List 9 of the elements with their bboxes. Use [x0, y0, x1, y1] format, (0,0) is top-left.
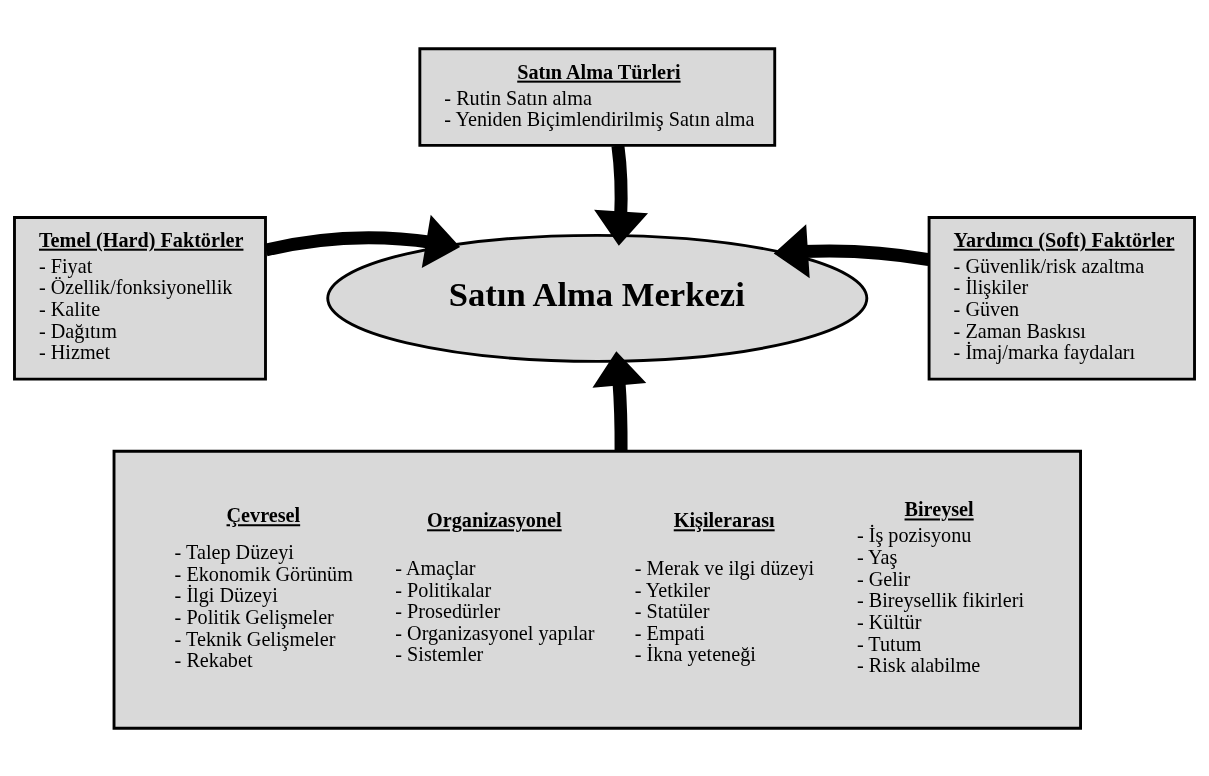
node-box: Temel (Hard) Faktörler - Fiyat - Özellik/fonksiyonellik - Kalite - Dağıtım - Hizmet	[13, 215, 267, 381]
arrow	[592, 350, 647, 451]
arrow	[264, 214, 461, 268]
node-box: Yardımcı (Soft) Faktörler - Güvenlik/risk azaltma - İlişkiler - Güven - Zaman Baskısı - İmaj/marka faydaları	[927, 215, 1196, 381]
arrow	[594, 144, 649, 246]
node-box: Satın Alma Türleri - Rutin Satın alma - Yeniden Biçimlendirilmiş Satın alma	[418, 46, 777, 147]
node-ellipse: Satın Alma Merkezi	[326, 233, 869, 363]
arrow	[773, 223, 930, 278]
node-box: Çevresel - Talep Düzeyi - Ekonomik Görünüm - İlgi Düzeyi - Politik Gelişmeler - Teknik Gelişmeler - Rekabet Organizasyonel - Amaçlar - Politikalar - Prosedürler - Organizasyonel yapılar - Sistemler Kişilerarası - Merak ve ilgi düzeyi - Yetkiler - Statüler - Empati - İkna yeteneği Bireysel - İş pozisyonu - Yaş - Gelir - Bireysellik fikirleri - Kültür - Tutum - Risk alabilme	[112, 449, 1082, 730]
